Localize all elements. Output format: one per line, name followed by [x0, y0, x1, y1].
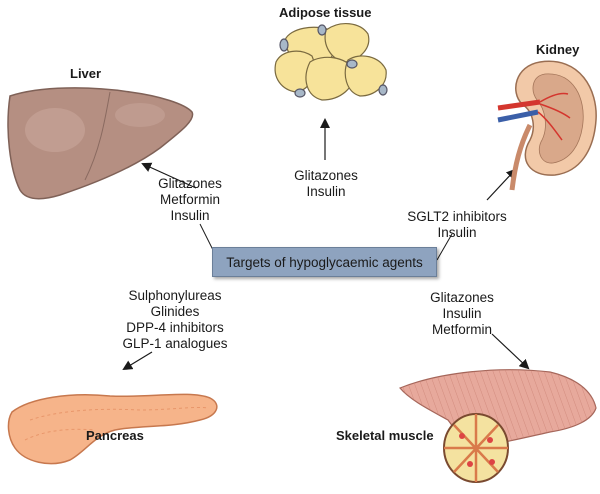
pancreas-drug: Sulphonylureas	[128, 288, 222, 303]
adipose-drug-list: Glitazones Insulin	[276, 168, 376, 200]
connector-left	[199, 223, 214, 251]
kidney-drug: Insulin	[437, 225, 477, 240]
pancreas-illustration	[7, 393, 218, 465]
connector-right	[436, 233, 453, 261]
kidney-illustration	[497, 60, 597, 191]
targets-box: Targets of hypoglycaemic agents	[212, 247, 437, 277]
liver-illustration	[7, 87, 194, 200]
kidney-drug-list: SGLT2 inhibitors Insulin	[392, 209, 522, 241]
muscle-drug-list: Glitazones Insulin Metformin	[412, 290, 512, 338]
pancreas-drug-list: Sulphonylureas Glinides DPP-4 inhibitors…	[105, 288, 245, 352]
adipose-drug: Glitazones	[294, 168, 358, 183]
muscle-drug: Glitazones	[430, 290, 494, 305]
liver-title: Liver	[70, 66, 102, 81]
targets-box-label: Targets of hypoglycaemic agents	[226, 254, 423, 270]
skeletal-muscle-illustration	[399, 369, 597, 483]
skeletal-muscle-title: Skeletal muscle	[336, 428, 434, 443]
muscle-drug: Insulin	[442, 306, 482, 321]
kidney-title: Kidney	[536, 42, 580, 57]
pancreas-drug: Glinides	[150, 304, 200, 319]
pancreas-drug: GLP-1 analogues	[122, 336, 228, 351]
kidney-drug: SGLT2 inhibitors	[407, 209, 507, 224]
arrow-to-kidney	[486, 168, 517, 201]
arrow-to-liver	[141, 162, 197, 189]
pancreas-drug: DPP-4 inhibitors	[126, 320, 224, 335]
arrow-to-pancreas	[122, 351, 153, 371]
pancreas-title: Pancreas	[86, 428, 144, 443]
liver-drug: Insulin	[170, 208, 210, 223]
arrow-to-muscle	[491, 333, 530, 370]
adipose-drug: Insulin	[306, 184, 346, 199]
liver-drug: Metformin	[159, 192, 220, 207]
liver-drug-list: Glitazones Metformin Insulin	[135, 176, 245, 224]
liver-drug: Glitazones	[158, 176, 222, 191]
muscle-drug: Metformin	[431, 322, 492, 337]
adipose-title: Adipose tissue	[279, 5, 372, 20]
adipose-illustration	[274, 23, 388, 101]
